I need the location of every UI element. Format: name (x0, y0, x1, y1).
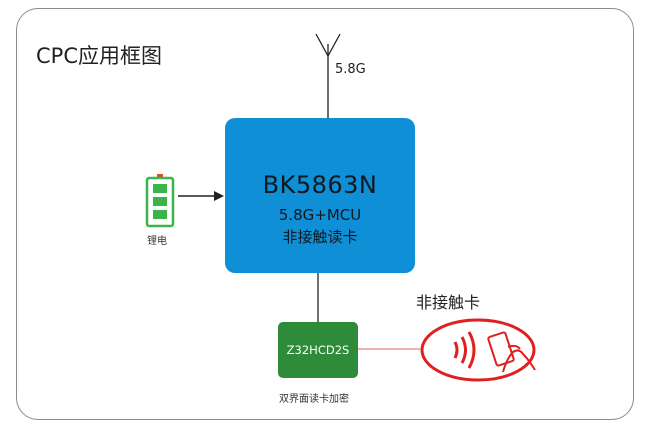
module-caption: 双界面读卡加密 (279, 394, 349, 405)
module-name: Z32HCD2S (286, 343, 350, 357)
card-label: 非接触卡 (416, 293, 481, 312)
antenna-label: 5.8G (335, 62, 366, 77)
battery-arrow (178, 191, 224, 201)
battery-icon (145, 174, 175, 228)
chip-block: BK5863N 5.8G+MCU 非接触读卡 (225, 118, 415, 273)
module-block: Z32HCD2S (278, 322, 358, 378)
contactless-card-icon (420, 318, 536, 382)
diagram-title: CPC应用框图 (36, 44, 162, 68)
chip-feature-reader: 非接触读卡 (282, 228, 358, 246)
battery-label: 锂电 (147, 236, 167, 247)
diagram-frame (16, 8, 634, 420)
chip-name: BK5863N (262, 171, 378, 199)
chip-feature-rf: 5.8G+MCU (278, 206, 362, 224)
antenna-icon (315, 33, 341, 118)
